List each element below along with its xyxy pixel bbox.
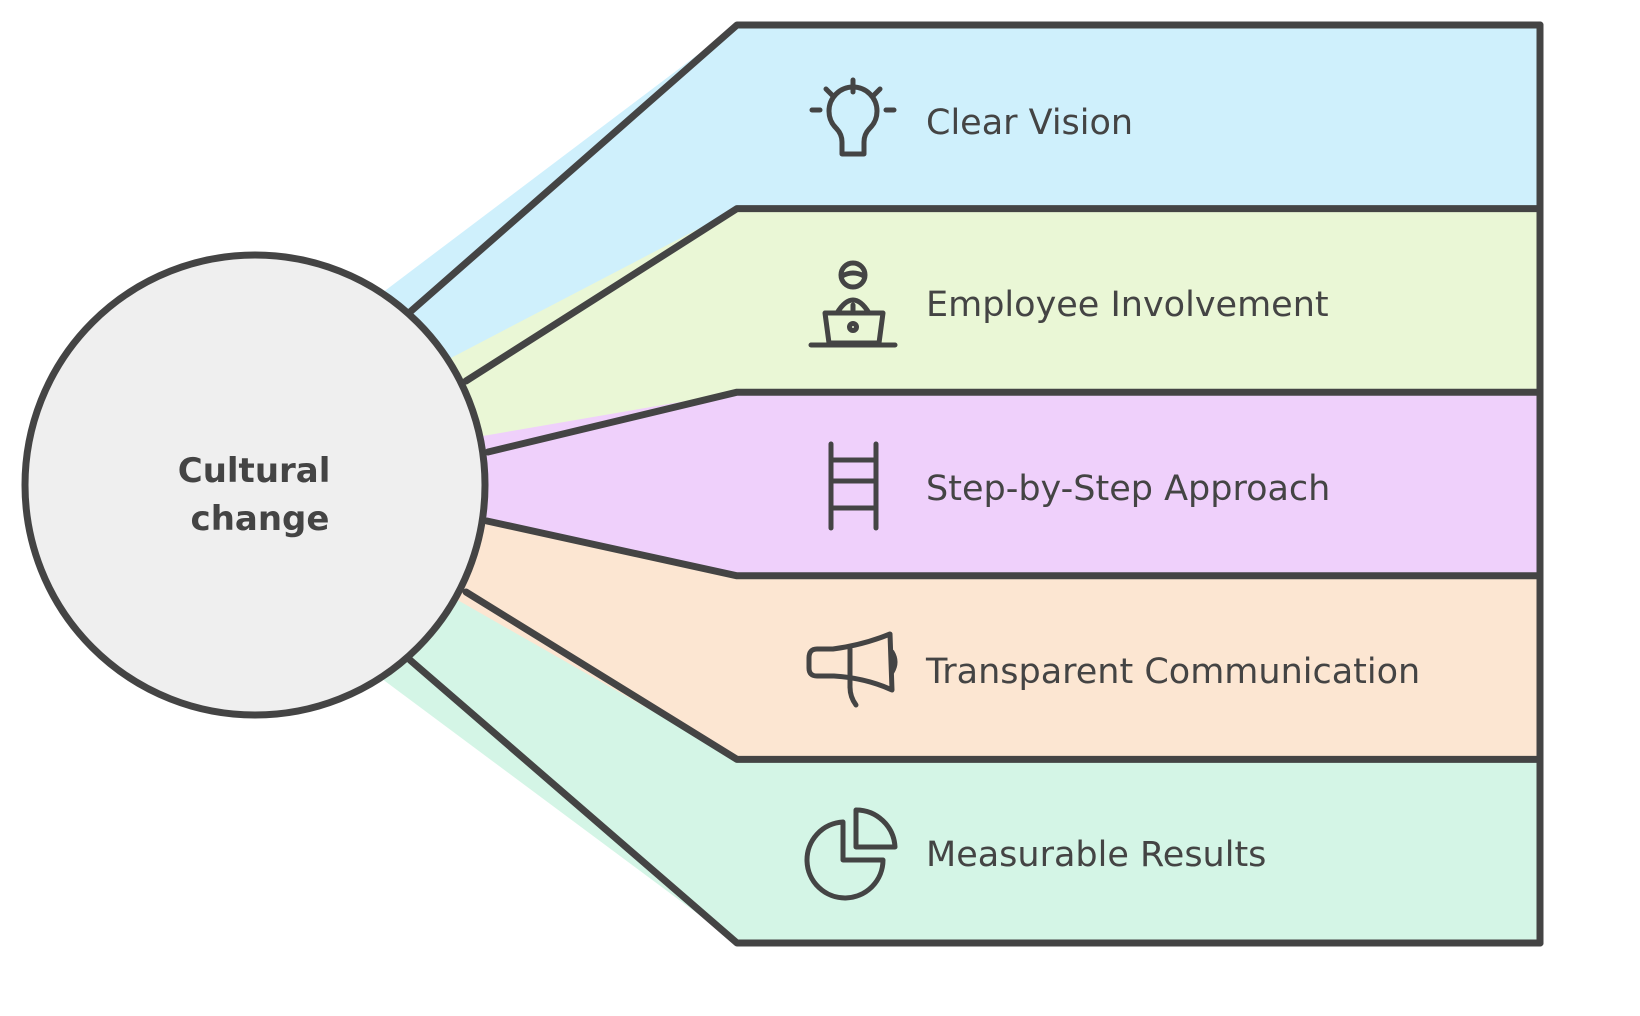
pie-chart-icon xyxy=(804,807,898,901)
branch-step-by-step-approach: Step-by-Step Approach xyxy=(828,441,1330,531)
lightbulb-icon xyxy=(809,77,897,157)
band-divider-line xyxy=(462,588,1544,763)
hub-label-line-2: change xyxy=(191,499,330,539)
band-divider-line xyxy=(406,21,1544,316)
megaphone-icon xyxy=(806,631,898,708)
band-divider-line xyxy=(406,656,1544,947)
hub: Cultural change xyxy=(21,251,489,719)
branch-band xyxy=(426,511,1540,760)
band-divider-line xyxy=(484,388,1544,456)
branch-label: Measurable Results xyxy=(926,835,1266,875)
band-divider-line xyxy=(483,517,1544,580)
branch-bands xyxy=(370,21,1544,947)
branch-transparent-communication: Transparent Communication xyxy=(806,631,1420,708)
person-at-laptop-icon xyxy=(808,260,898,348)
branch-label: Step-by-Step Approach xyxy=(926,469,1330,509)
hub-label: Cultural change xyxy=(178,451,342,539)
branch-label: Transparent Communication xyxy=(925,652,1420,692)
ladder-icon xyxy=(828,441,879,531)
branch-label: Employee Involvement xyxy=(926,285,1329,325)
branch-measurable-results: Measurable Results xyxy=(804,807,1266,901)
branch-band xyxy=(447,392,1540,576)
hub-circle xyxy=(21,251,489,719)
branch-label: Clear Vision xyxy=(926,103,1133,143)
branch-employee-involvement: Employee Involvement xyxy=(808,260,1329,348)
branch-clear-vision: Clear Vision xyxy=(809,77,1133,157)
hub-label-line-1: Cultural xyxy=(178,451,331,491)
branch-labels: Clear Vision Employee Involvement xyxy=(804,77,1420,901)
band-divider-line xyxy=(462,205,1544,385)
